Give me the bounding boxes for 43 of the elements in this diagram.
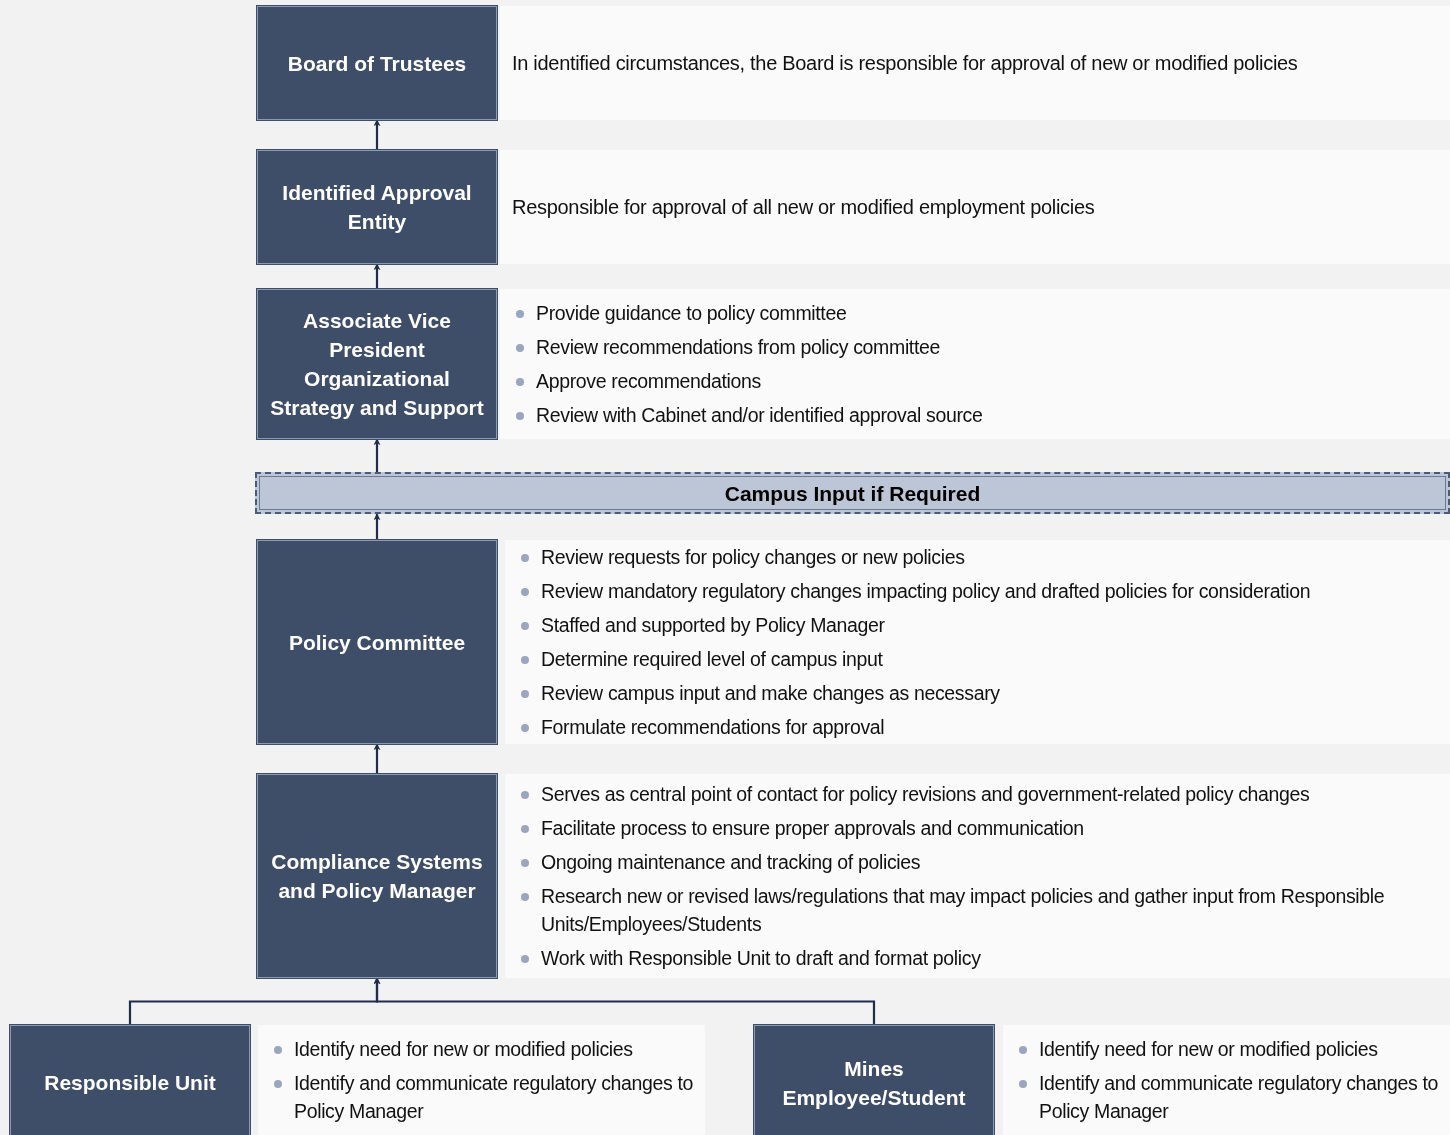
- role-title: Associate Vice President Organizational Strategy and Support: [269, 308, 485, 421]
- description-text: In identified circumstances, the Board is responsible for approval of new or modified policies: [512, 51, 1299, 76]
- bullet-item: Facilitate process to ensure proper approvals and communication: [517, 814, 1440, 842]
- bullet-item: Identify need for new or modified policies: [1015, 1035, 1440, 1063]
- bullet-item: Approve recommendations: [512, 367, 1440, 395]
- role-title: Mines Employee/Student: [781, 1055, 967, 1111]
- stage-band: [255, 472, 1450, 514]
- bullet-item: Staffed and supported by Policy Manager: [517, 611, 1440, 639]
- role-box: [257, 150, 497, 264]
- bullet-item: Identify and communicate regulatory changes to Policy Manager: [270, 1069, 695, 1125]
- role-box: [257, 774, 497, 978]
- arrow: [373, 263, 381, 289]
- bullet-item: Identify need for new or modified policies: [270, 1035, 695, 1063]
- bullet-item: Identify and communicate regulatory changes to Policy Manager: [1015, 1069, 1440, 1125]
- role-box: [257, 289, 497, 439]
- arrow: [373, 743, 381, 774]
- role-title: Identified Approval Entity: [281, 180, 473, 235]
- role-box: [10, 1025, 250, 1135]
- role-title: Policy Committee: [287, 629, 467, 656]
- bullet-item: Review recommendations from policy committee: [512, 333, 1440, 361]
- bullet-item: Research new or revised laws/regulations that may impact policies and gather input from Responsible Units/Employees/Students: [517, 882, 1440, 938]
- bullet-item: Review mandatory regulatory changes impacting policy and drafted policies for consideration: [517, 577, 1440, 605]
- bullet-item: Review requests for policy changes or new policies: [517, 543, 1440, 571]
- role-title: Responsible Unit: [43, 1070, 217, 1096]
- arrow: [373, 977, 876, 1025]
- role-box: [754, 1025, 994, 1135]
- bullet-item: Formulate recommendations for approval: [517, 713, 1440, 741]
- arrow: [373, 513, 381, 540]
- bullet-item: Ongoing maintenance and tracking of policies: [517, 848, 1440, 876]
- role-title: Campus Input if Required: [723, 480, 982, 507]
- role-title: Board of Trustees: [286, 50, 468, 77]
- description-text: Responsible for approval of all new or modified employment policies: [512, 195, 1096, 220]
- bullet-item: Review with Cabinet and/or identified approval source: [512, 401, 1440, 429]
- role-title: Compliance Systems and Policy Manager: [270, 849, 484, 904]
- arrow: [373, 119, 381, 150]
- bullet-item: Review campus input and make changes as necessary: [517, 679, 1440, 707]
- role-box: [257, 6, 497, 120]
- bullet-item: Serves as central point of contact for policy revisions and government-related policy changes: [517, 780, 1440, 808]
- bullet-item: Work with Responsible Unit to draft and format policy: [517, 944, 1440, 972]
- bullet-item: Provide guidance to policy committee: [512, 299, 1440, 327]
- bullet-item: Determine required level of campus input: [517, 645, 1440, 673]
- arrow: [373, 438, 381, 472]
- role-box: [257, 540, 497, 744]
